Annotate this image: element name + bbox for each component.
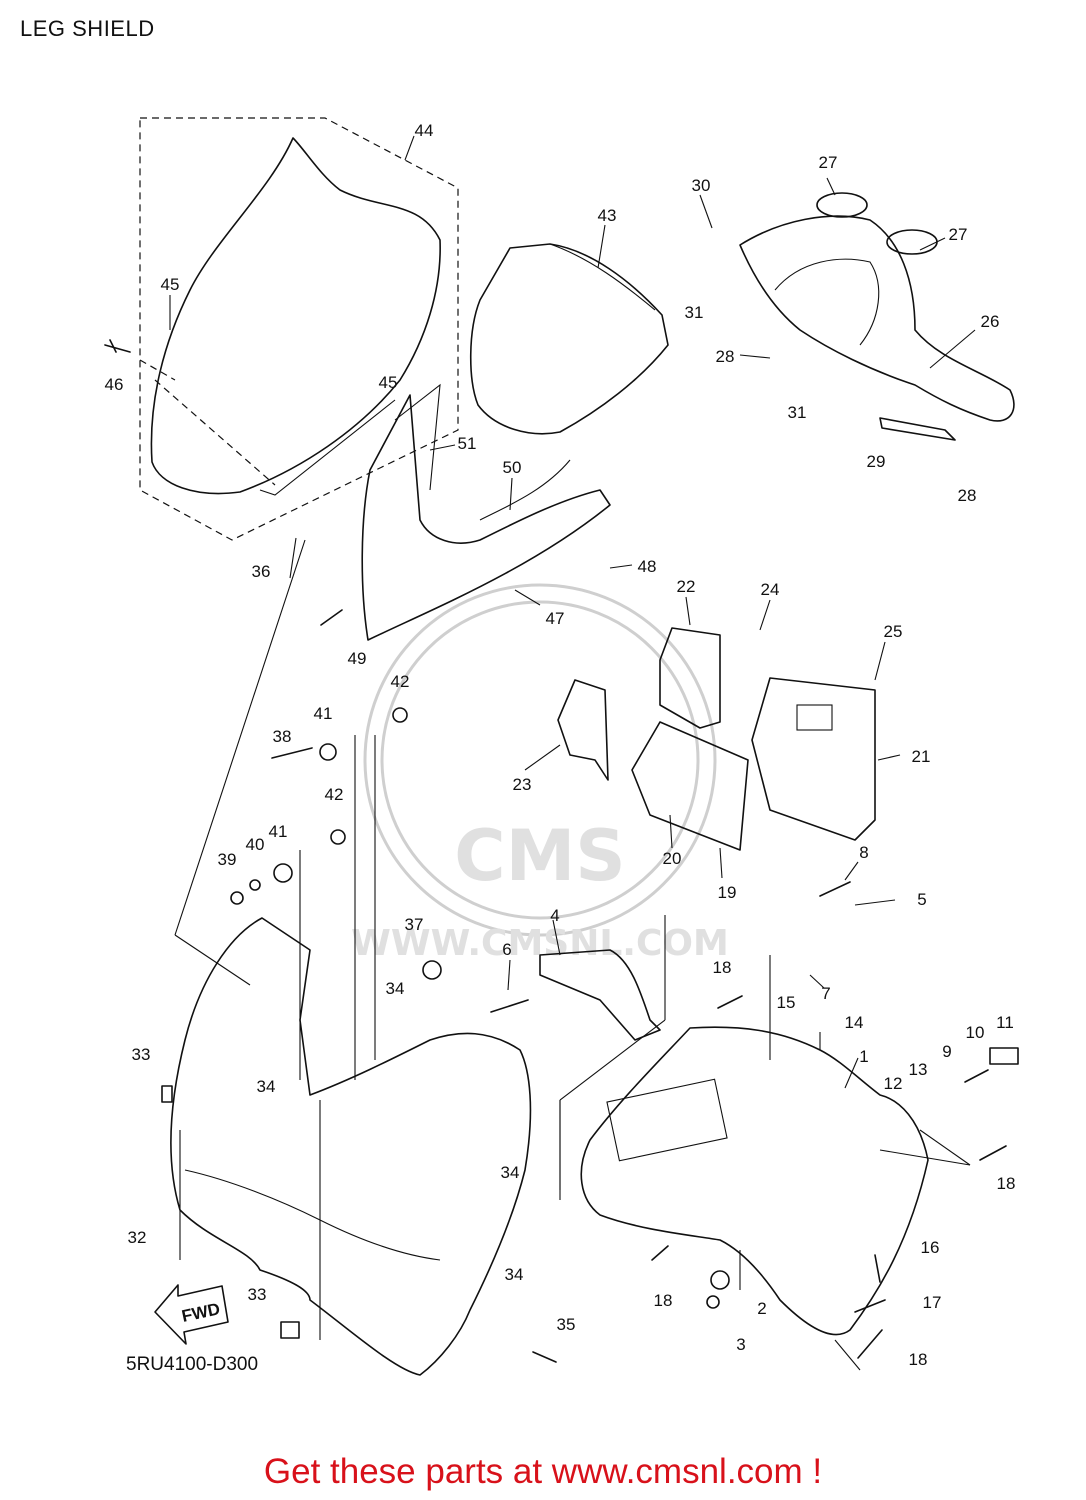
label-40: 40 [246,835,265,854]
label-11: 11 [996,1013,1014,1032]
label-6: 6 [502,940,511,959]
label-46: 46 [105,375,124,394]
page-title: LEG SHIELD [20,16,155,41]
seal-19-20 [557,679,749,851]
label-43: 43 [598,206,617,225]
label-17: 17 [923,1293,942,1312]
promo-link-text[interactable]: Get these parts at www.cmsnl.com ! [263,1452,823,1491]
label-4: 4 [550,906,559,925]
label-18: 18 [713,958,732,977]
fwd-arrow: FWD [154,1284,229,1345]
label-48: 48 [638,557,657,576]
fasteners [104,339,1019,1363]
label-31: 31 [685,303,704,322]
label-1: 1 [859,1047,868,1066]
label-27: 27 [819,153,838,172]
label-7: 7 [821,984,830,1003]
label-38: 38 [273,727,292,746]
label-33: 33 [132,1045,151,1064]
label-5: 5 [917,890,926,909]
label-50: 50 [503,458,522,477]
label-28: 28 [958,486,977,505]
label-3: 3 [736,1335,745,1354]
label-44: 44 [415,121,434,140]
label-45: 45 [379,373,398,392]
label-18: 18 [654,1291,673,1310]
fwd-label: FWD [180,1299,222,1326]
label-35: 35 [557,1315,576,1334]
label-22: 22 [677,577,696,596]
label-21: 21 [912,747,931,766]
label-29: 29 [867,452,886,471]
glovebox-lid-21 [751,677,876,841]
label-34: 34 [505,1265,524,1284]
diagram-code: 5RU4100-D300 [126,1354,259,1375]
label-31: 31 [788,403,807,422]
label-16: 16 [921,1238,940,1257]
label-32: 32 [128,1228,147,1247]
label-18: 18 [909,1350,928,1369]
label-34: 34 [386,979,405,998]
label-49: 49 [348,649,367,668]
label-8: 8 [859,843,868,862]
bracket-4 [539,949,661,1041]
label-33: 33 [248,1285,267,1304]
label-42: 42 [325,785,344,804]
label-23: 23 [513,775,532,794]
label-30: 30 [692,176,711,195]
label-47: 47 [546,609,565,628]
label-36: 36 [252,562,271,581]
label-9: 9 [942,1042,951,1061]
lid-22 [659,627,721,729]
label-26: 26 [981,312,1000,331]
meter-cover-26 [739,192,1015,441]
label-2: 2 [757,1299,766,1318]
label-27: 27 [949,225,968,244]
label-34: 34 [257,1077,276,1096]
label-13: 13 [909,1060,928,1079]
label-41: 41 [314,704,333,723]
label-18: 18 [997,1174,1016,1193]
label-24: 24 [761,580,780,599]
label-41: 41 [269,822,288,841]
label-19: 19 [718,883,737,902]
cms-watermark: CMS WWW.CMSNL.COM [351,583,729,964]
inner-screen-43 [469,243,669,435]
part-labels: 44 45 46 45 43 30 27 27 31 26 28 31 29 2… [105,121,1016,1369]
label-42: 42 [391,672,410,691]
label-34: 34 [501,1163,520,1182]
label-37: 37 [405,915,424,934]
label-20: 20 [663,849,682,868]
leader-lines [139,135,976,1371]
label-12: 12 [884,1074,903,1093]
windscreen-44 [139,117,459,541]
front-panel-47 [361,383,611,641]
label-51: 51 [458,434,477,453]
label-15: 15 [777,993,796,1012]
inner-panel-1 [580,1026,929,1336]
label-14: 14 [845,1013,864,1032]
label-45: 45 [161,275,180,294]
label-25: 25 [884,622,903,641]
exploded-parts-diagram: CMS WWW.CMSNL.COM [104,117,1019,1376]
label-10: 10 [966,1023,985,1042]
label-28: 28 [716,347,735,366]
label-39: 39 [218,850,237,869]
watermark-brand: CMS [454,815,625,897]
